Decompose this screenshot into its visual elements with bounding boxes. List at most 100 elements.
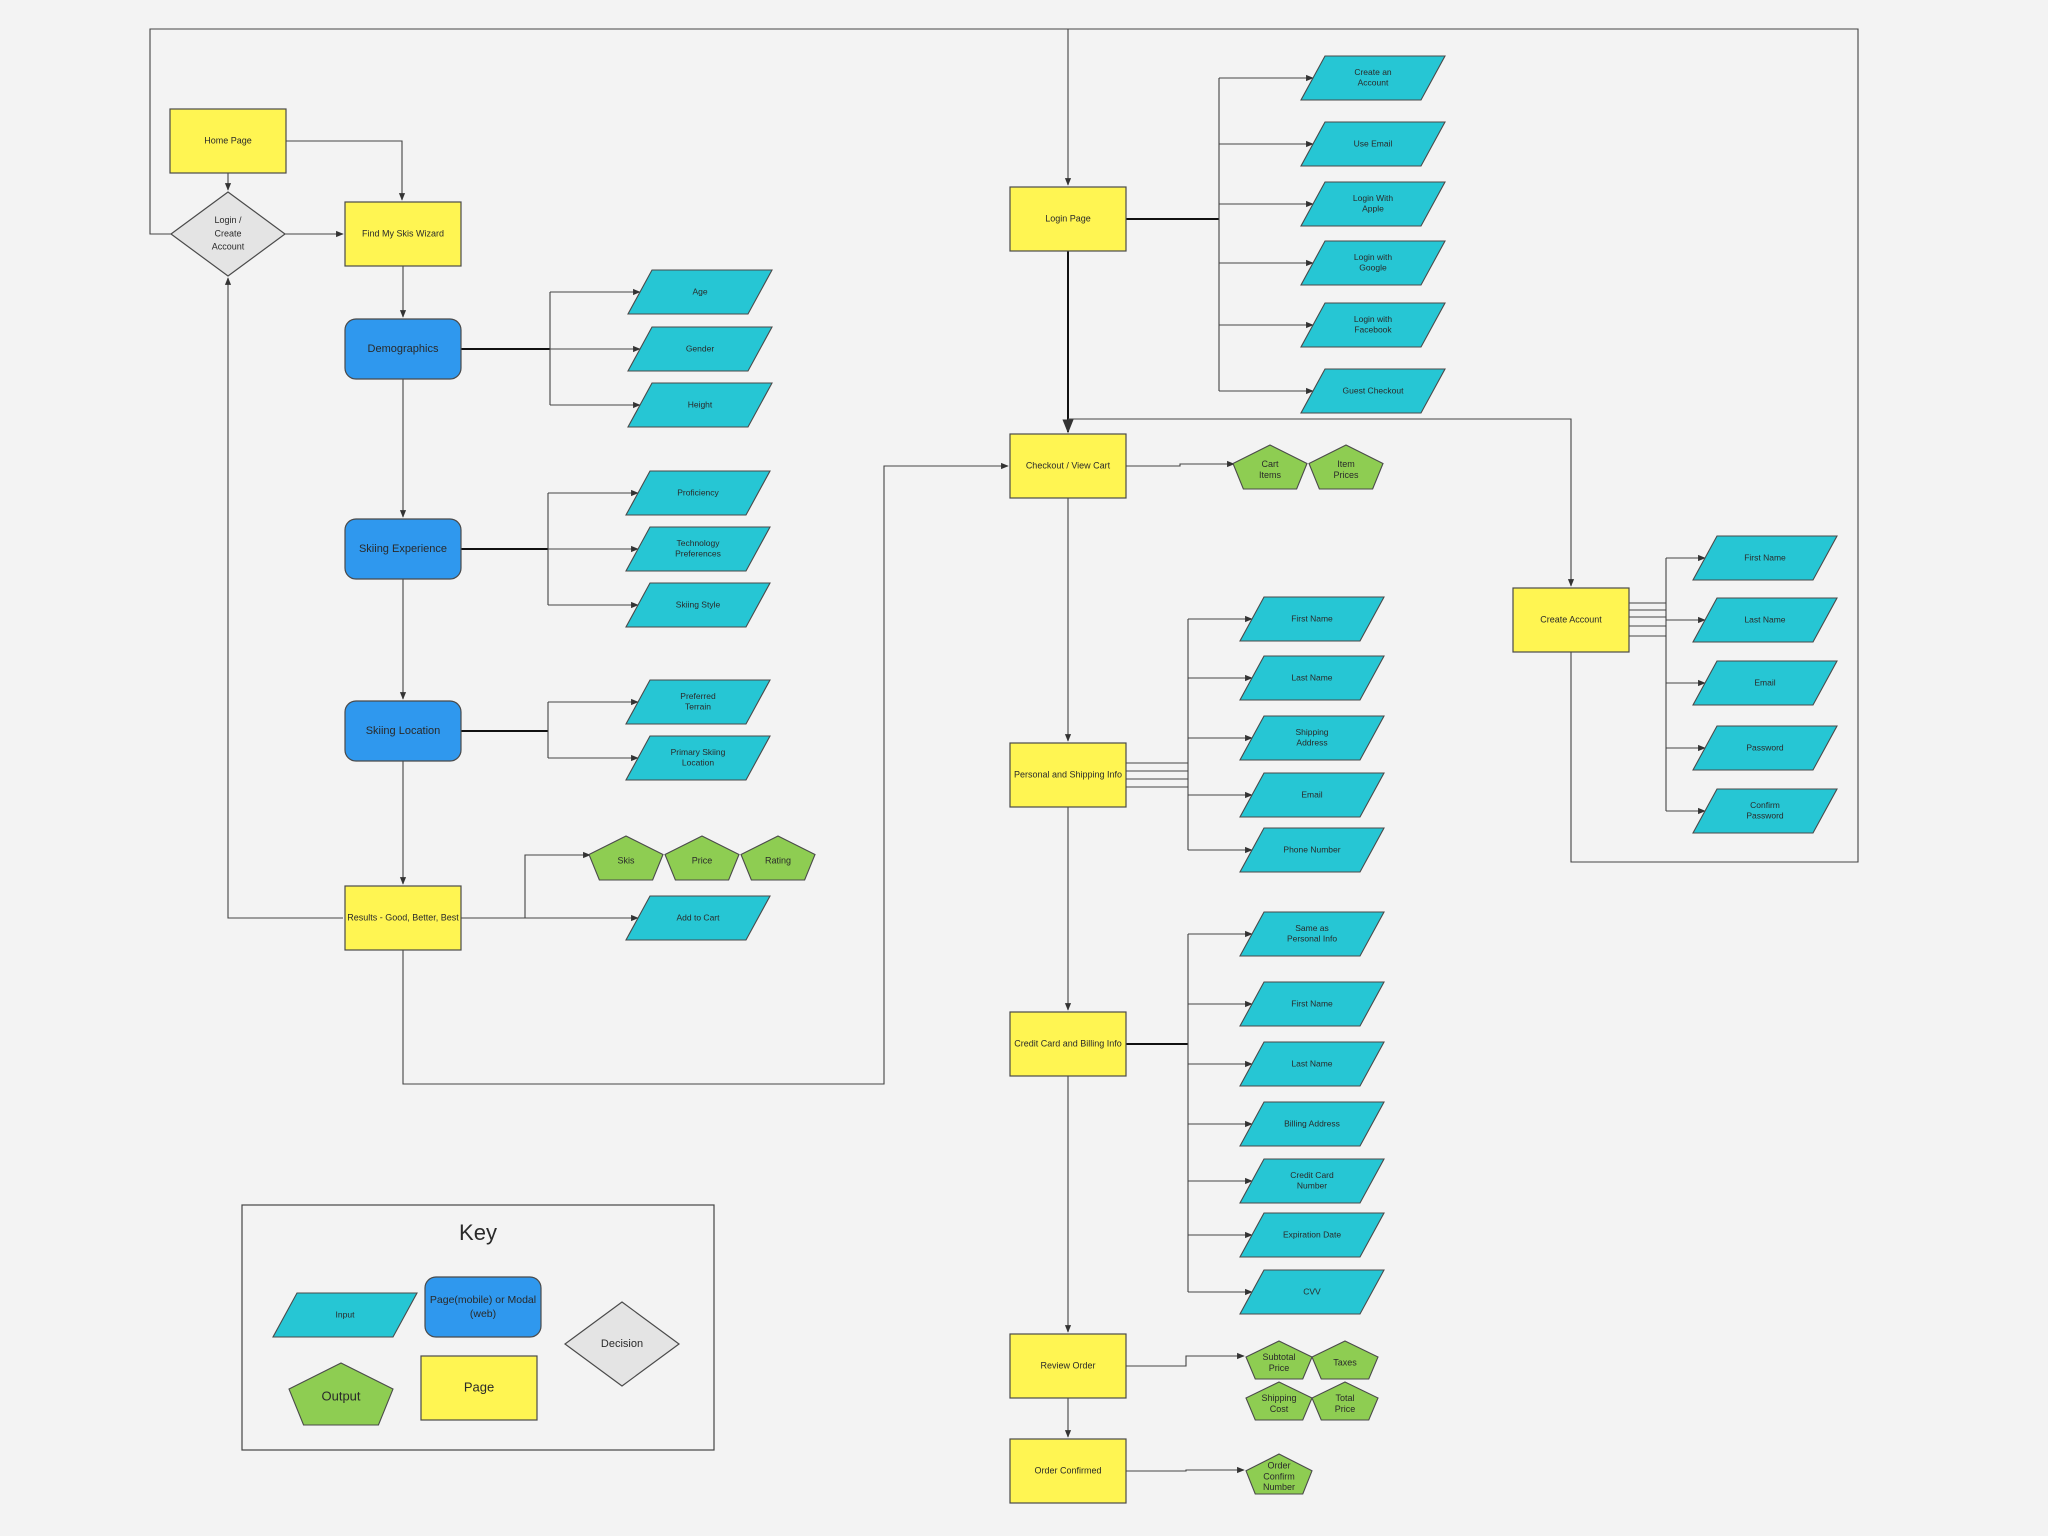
input-label: Personal Info [1287, 934, 1337, 944]
input-shape [625, 526, 771, 572]
page-checkout[interactable]: Checkout / View Cart [1009, 433, 1127, 499]
modal-box [344, 318, 462, 380]
page-confirmed[interactable]: Order Confirmed [1009, 1438, 1127, 1504]
page-home[interactable]: Home Page [169, 108, 287, 174]
confirmed-to-output [1126, 1466, 1245, 1474]
input-label: Email [1754, 677, 1775, 687]
input-a_last[interactable]: Last Name [1692, 597, 1838, 643]
input-addcart[interactable]: Add to Cart [625, 895, 771, 941]
output-label: Item [1337, 459, 1355, 469]
output-price: Price [664, 835, 740, 881]
legend-page: Page [420, 1355, 538, 1421]
output-shape [1245, 1381, 1313, 1421]
input-gender[interactable]: Gender [627, 326, 773, 372]
input-p_phone[interactable]: Phone Number [1239, 827, 1385, 873]
output-label: Cart [1261, 459, 1279, 469]
input-label: Proficiency [677, 487, 719, 497]
output-shape [740, 835, 816, 881]
output-shape [1245, 1453, 1313, 1495]
input-c_first[interactable]: First Name [1239, 981, 1385, 1027]
input-shape [1239, 655, 1385, 701]
input-p_last[interactable]: Last Name [1239, 655, 1385, 701]
legend-decision-shape [563, 1301, 681, 1387]
input-label: Preferred [680, 691, 716, 701]
input-a_first[interactable]: First Name [1692, 535, 1838, 581]
page-personal[interactable]: Personal and Shipping Info [1009, 742, 1127, 808]
input-label: Address [1296, 738, 1327, 748]
page-create[interactable]: Create Account [1512, 587, 1630, 653]
input-c_cvv[interactable]: CVV [1239, 1269, 1385, 1315]
input-label: Password [1746, 811, 1784, 821]
output-label: Total [1335, 1393, 1354, 1403]
input-label: CVV [1303, 1286, 1321, 1296]
input-prof[interactable]: Proficiency [625, 470, 771, 516]
input-a_pass[interactable]: Password [1692, 725, 1838, 771]
input-shape [1300, 302, 1446, 348]
results-to-checkout [402, 462, 1009, 1085]
input-label: Apple [1362, 204, 1384, 214]
input-shape [1692, 535, 1838, 581]
input-p_first[interactable]: First Name [1239, 596, 1385, 642]
input-c_bill[interactable]: Billing Address [1239, 1101, 1385, 1147]
modal-demo[interactable]: Demographics [344, 318, 462, 380]
input-c_exp[interactable]: Expiration Date [1239, 1212, 1385, 1258]
page-box [344, 201, 462, 267]
input-shape [1239, 772, 1385, 818]
input-guest[interactable]: Guest Checkout [1300, 368, 1446, 414]
output-label: Prices [1333, 470, 1359, 480]
page-credit[interactable]: Credit Card and Billing Info [1009, 1011, 1127, 1077]
input-label: Login with [1354, 314, 1393, 324]
connector-lines [149, 28, 1859, 1474]
input-label: Last Name [1291, 1058, 1332, 1068]
page-label: Login Page [1045, 213, 1091, 223]
input-shape [625, 582, 771, 628]
decision-to-login [149, 28, 1072, 235]
page-box [1512, 587, 1630, 653]
modal-loc[interactable]: Skiing Location [344, 700, 462, 762]
input-p_email[interactable]: Email [1239, 772, 1385, 818]
input-label: Preferences [675, 549, 721, 559]
page-login[interactable]: Login Page [1009, 186, 1127, 252]
input-label: Billing Address [1284, 1118, 1340, 1128]
input-height[interactable]: Height [627, 382, 773, 428]
input-label: First Name [1744, 552, 1786, 562]
input-style[interactable]: Skiing Style [625, 582, 771, 628]
input-shape [1692, 597, 1838, 643]
input-useemail[interactable]: Use Email [1300, 121, 1446, 167]
input-a_email[interactable]: Email [1692, 660, 1838, 706]
page-review[interactable]: Review Order [1009, 1333, 1127, 1399]
page-results[interactable]: Results - Good, Better, Best [344, 885, 462, 951]
modal-label: Demographics [368, 343, 439, 355]
legend-modal-label: (web) [470, 1308, 496, 1320]
input-shape [1692, 660, 1838, 706]
input-c_last[interactable]: Last Name [1239, 1041, 1385, 1087]
page-label: Results - Good, Better, Best [347, 912, 459, 922]
input-label: Primary Skiing [671, 747, 726, 757]
page-find[interactable]: Find My Skis Wizard [344, 201, 462, 267]
page-label: Review Order [1040, 1360, 1095, 1370]
input-age[interactable]: Age [627, 269, 773, 315]
modal-exp[interactable]: Skiing Experience [344, 518, 462, 580]
output-label: Number [1263, 1482, 1295, 1492]
input-label: Gender [686, 343, 715, 353]
output-label: Subtotal [1262, 1352, 1295, 1362]
input-shape [1239, 715, 1385, 761]
page-box [1009, 1333, 1127, 1399]
input-shape [1692, 725, 1838, 771]
